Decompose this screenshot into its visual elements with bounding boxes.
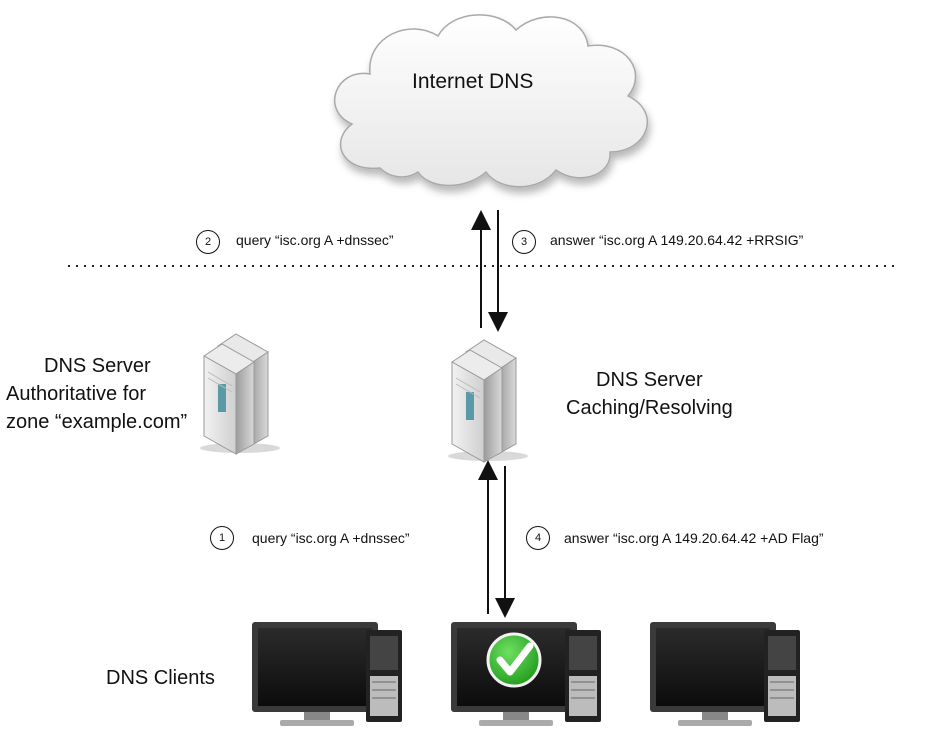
client-workstation-3 (650, 622, 800, 726)
authoritative-server-line1: DNS Server (44, 355, 151, 377)
authoritative-server-line3: zone “example.com” (6, 411, 188, 433)
authoritative-server-line2: Authoritative for (6, 383, 147, 405)
upper-answer-text: answer “isc.org A 149.20.64.42 +RRSIG” (550, 232, 804, 248)
client-workstation-1 (252, 622, 402, 726)
resolver-server-icon (448, 339, 528, 463)
step-4-badge: 4 (526, 526, 550, 550)
resolver-line2: Caching/Resolving (566, 397, 733, 419)
step-1-badge: 1 (210, 526, 234, 550)
step-3-badge: 3 (512, 230, 536, 254)
clients-label: DNS Clients (106, 667, 215, 689)
lower-answer-text: answer “isc.org A 149.20.64.42 +AD Flag” (564, 530, 824, 546)
resolver-line1: DNS Server (596, 369, 703, 391)
authoritative-server-icon (200, 333, 280, 455)
upper-query-text: query “isc.org A +dnssec” (236, 232, 394, 248)
cloud-label: Internet DNS (412, 70, 534, 93)
validated-checkmark-icon (486, 632, 542, 688)
internet-cloud (333, 14, 648, 188)
step-2-badge: 2 (196, 230, 220, 254)
lower-query-text: query “isc.org A +dnssec” (252, 530, 410, 546)
